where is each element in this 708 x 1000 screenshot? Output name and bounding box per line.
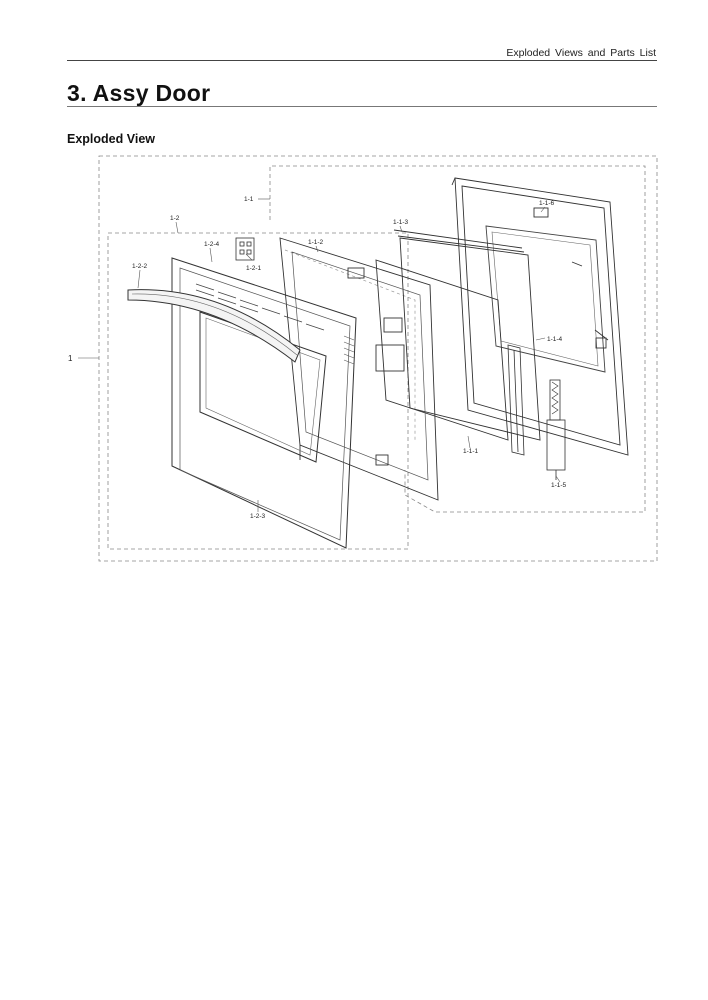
label-1-1-6: 1-1-6 [539, 200, 555, 207]
label-1-1-4: 1-1-4 [547, 336, 563, 343]
header-rule [67, 60, 657, 61]
inner-door-frame [279, 237, 439, 501]
assembly-1-2-boundary [107, 232, 409, 550]
inner-door-back-frame [451, 177, 629, 456]
label-1-1-3: 1-1-3 [393, 219, 409, 226]
middle-glass-panel [375, 259, 509, 441]
label-1-2-4: 1-2-4 [204, 241, 220, 248]
assembly-1-1-2-boundary [284, 249, 416, 440]
label-1-1-2: 1-1-2 [308, 239, 324, 246]
title-rule [67, 106, 657, 107]
label-1-1: 1-1 [244, 196, 254, 203]
vent-slots [195, 283, 325, 331]
label-1-2-3: 1-2-3 [250, 513, 266, 520]
label-1-2-2: 1-2-2 [132, 263, 148, 270]
glass-side-bracket [507, 344, 525, 456]
label-1-2: 1-2 [170, 215, 180, 222]
door-hinge [546, 379, 566, 480]
running-header: Exploded Views and Parts List [506, 47, 656, 59]
door-handle [127, 289, 301, 363]
assembly-1-boundary [98, 155, 658, 562]
subsection-title: Exploded View [67, 132, 155, 146]
top-clip-bracket [235, 237, 255, 261]
label-1-1-5: 1-1-5 [551, 482, 567, 489]
label-1-1-1: 1-1-1 [463, 448, 479, 455]
leader-lines [78, 198, 561, 512]
label-1: 1 [68, 354, 73, 363]
label-1-2-1: 1-2-1 [246, 265, 262, 272]
section-title: 3. Assy Door [67, 80, 211, 106]
inner-glass-panel [393, 229, 541, 441]
side-vent-grille [343, 335, 355, 365]
